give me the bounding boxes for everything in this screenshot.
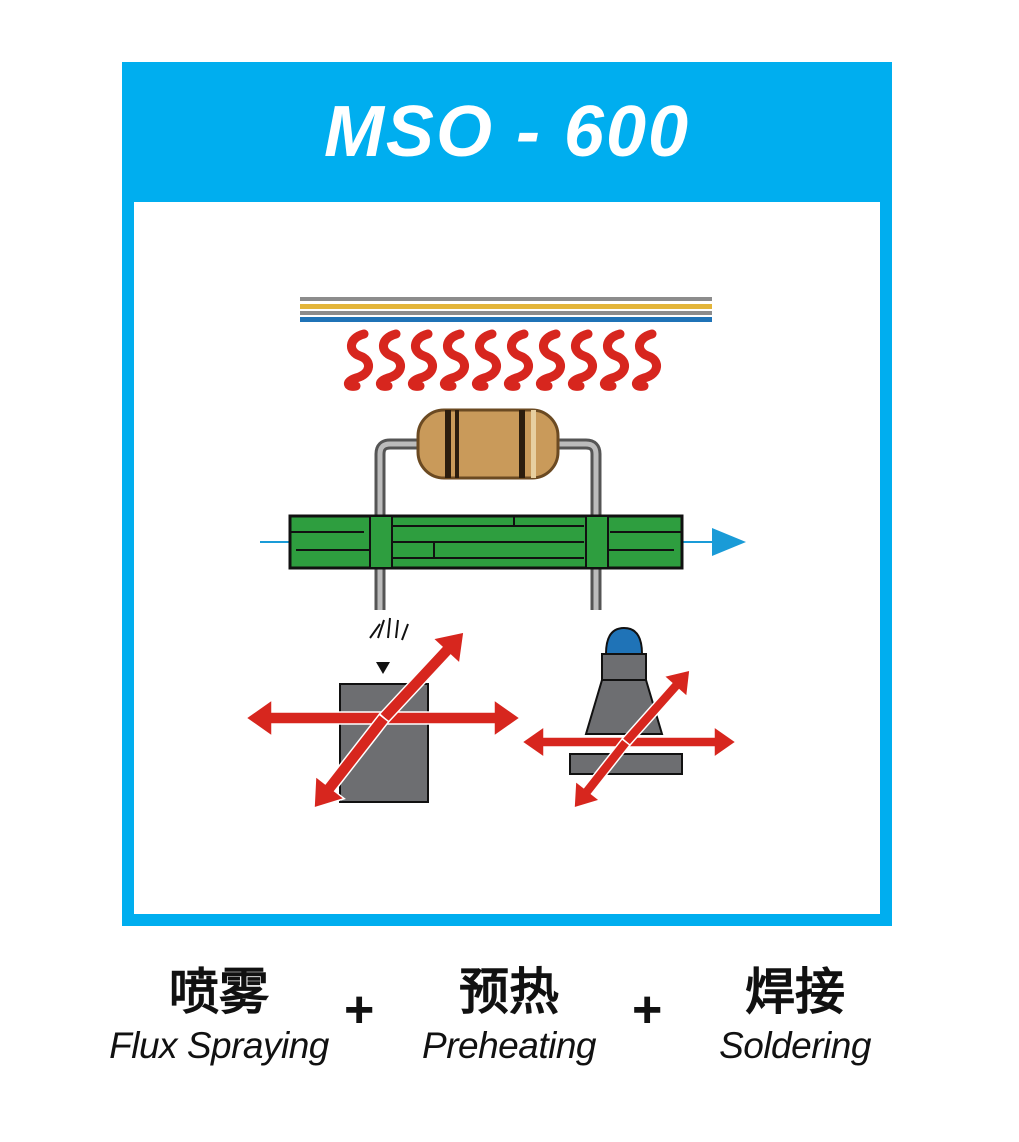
heat-wave — [632, 329, 661, 391]
step-label-en: Flux Spraying — [109, 1025, 329, 1066]
motion-arrow — [520, 725, 627, 759]
step-label-cn: 喷雾 — [169, 962, 269, 1021]
page-title: MSO - 600 — [323, 92, 691, 172]
plus-separator: + — [632, 981, 663, 1039]
motion-arrow — [573, 737, 631, 810]
heat-wave — [504, 329, 533, 391]
step-label-en: Soldering — [719, 1025, 871, 1066]
step-preheating: 预热 Preheating — [404, 960, 614, 1068]
heat-wave — [536, 329, 565, 391]
motion-arrow — [378, 631, 465, 724]
pcb-board-icon — [288, 514, 684, 570]
heat-wave — [600, 329, 629, 391]
solder-arrows-icon — [520, 669, 738, 810]
motion-arrow — [244, 698, 385, 738]
step-flux-spraying: 喷雾 Flux Spraying — [96, 960, 342, 1068]
diagram-panel — [134, 202, 880, 914]
heater-bar-icon — [300, 297, 712, 322]
heat-wave — [344, 329, 373, 391]
heat-wave — [376, 329, 405, 391]
resistor-icon — [374, 408, 602, 610]
heat-wave — [472, 329, 501, 391]
motion-arrow — [313, 713, 390, 810]
heat-wave — [568, 329, 597, 391]
process-steps: 喷雾 Flux Spraying + 预热 Preheating + 焊接 So… — [0, 960, 1019, 1100]
motion-arrow — [383, 698, 522, 738]
heat-wave-icon — [344, 329, 661, 391]
heat-wave — [408, 329, 437, 391]
plus-separator: + — [344, 981, 375, 1039]
step-label-cn: 焊接 — [745, 962, 845, 1021]
process-diagram — [244, 297, 746, 810]
step-label-en: Preheating — [422, 1025, 596, 1066]
motion-arrow — [625, 725, 738, 759]
spray-arrows-icon — [244, 631, 522, 810]
solder-nozzle-icon — [569, 626, 683, 775]
heat-wave — [440, 329, 469, 391]
motion-arrow — [621, 669, 691, 747]
step-soldering: 焊接 Soldering — [700, 960, 890, 1068]
step-label-cn: 预热 — [459, 962, 559, 1021]
process-frame: MSO - 600 — [122, 62, 892, 926]
